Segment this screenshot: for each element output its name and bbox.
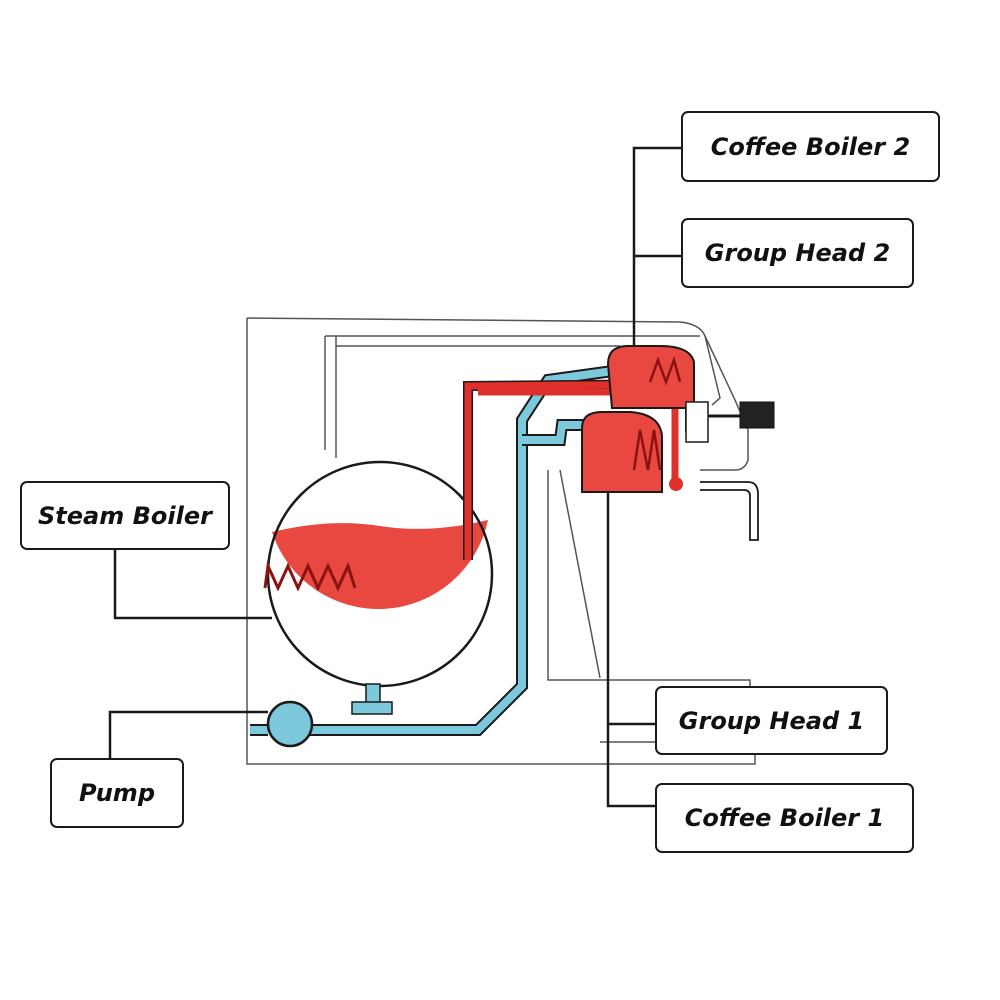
steam-boiler [263,460,494,715]
spout [700,481,759,541]
pump-label: Pump [50,758,184,828]
steam-boiler-label: Steam Boiler [20,481,230,550]
coffee-boiler-1 [581,411,663,493]
group-head [685,401,775,541]
portafilter-handle [739,401,775,429]
steam-boiler-valve [351,701,393,715]
leader-pump [108,710,268,758]
steam-boiler-water [272,520,488,609]
coffee-boiler-2-heater-coil [648,355,682,386]
leader-steam-boiler [113,550,272,620]
steam-boiler-heater-coil [263,560,357,592]
coffee-boiler-2-label: Coffee Boiler 2 [681,111,940,182]
leader-lines [108,146,681,808]
coffee-boiler-2 [606,345,695,409]
leader-group-head-1 [606,492,655,726]
cold-water-pipes [250,364,621,736]
pump-body [266,700,314,748]
leader-coffee-boiler-1 [606,724,655,808]
coffee-boiler-1-heater-coil [632,429,662,471]
group-head-1-label: Group Head 1 [655,686,888,755]
leader-coffee-boiler-2 [632,146,681,346]
group-head-2-label: Group Head 2 [681,218,914,288]
pump [266,700,314,748]
coffee-boiler-1-label: Coffee Boiler 1 [655,783,914,853]
